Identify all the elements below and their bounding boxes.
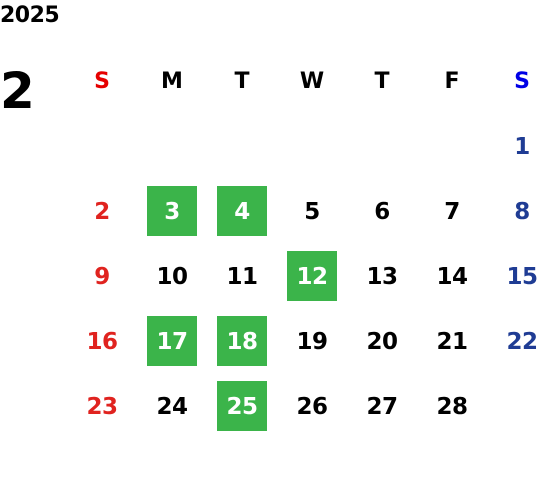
day-highlight [217,186,267,236]
calendar-day-19[interactable]: 19 [277,309,347,374]
day-number: 14 [436,263,468,290]
day-number: 21 [436,328,468,355]
calendar-day-15[interactable]: 15 [487,244,548,309]
calendar-day-4[interactable]: 4 [207,179,277,244]
day-number: 27 [366,393,398,420]
calendar-day-12[interactable]: 12 [277,244,347,309]
calendar-day-18[interactable]: 18 [207,309,277,374]
day-number: 7 [444,198,460,225]
calendar-day-10[interactable]: 10 [137,244,207,309]
day-highlight [147,186,197,236]
day-highlight [287,251,337,301]
calendar-year: 2025 [0,3,60,28]
calendar-day-17[interactable]: 17 [137,309,207,374]
calendar-day-1[interactable]: 1 [487,114,548,179]
day-highlight [147,316,197,366]
calendar-day-28[interactable]: 28 [417,374,487,439]
day-number: 13 [366,263,398,290]
day-number: 6 [374,198,390,225]
day-number: 25 [226,393,258,420]
day-number: 2 [94,198,110,225]
calendar-day-21[interactable]: 21 [417,309,487,374]
weekday-header-saturday: S [514,69,530,94]
day-number: 18 [226,328,258,355]
day-number: 8 [514,198,530,225]
calendar-day-9[interactable]: 9 [67,244,137,309]
weekday-header-sunday: S [94,69,110,94]
calendar-day-11[interactable]: 11 [207,244,277,309]
day-number: 22 [506,328,538,355]
calendar-day-14[interactable]: 14 [417,244,487,309]
calendar-day-8[interactable]: 8 [487,179,548,244]
weekday-header-tuesday: T [234,69,250,94]
day-number: 16 [86,328,118,355]
weekday-header-thursday: T [374,69,390,94]
calendar-day-22[interactable]: 22 [487,309,548,374]
day-number: 9 [94,263,110,290]
calendar-day-27[interactable]: 27 [347,374,417,439]
calendar-day-23[interactable]: 23 [67,374,137,439]
day-number: 5 [304,198,320,225]
day-number: 20 [366,328,398,355]
calendar-day-3[interactable]: 3 [137,179,207,244]
day-number: 26 [296,393,328,420]
calendar-day-2[interactable]: 2 [67,179,137,244]
calendar-day-24[interactable]: 24 [137,374,207,439]
calendar-day-25[interactable]: 25 [207,374,277,439]
day-number: 28 [436,393,468,420]
calendar-day-7[interactable]: 7 [417,179,487,244]
weekday-header-friday: F [444,69,460,94]
day-number: 4 [234,198,250,225]
day-number: 19 [296,328,328,355]
day-number: 11 [226,263,258,290]
day-number: 12 [296,263,328,290]
day-number: 15 [506,263,538,290]
day-number: 1 [514,133,530,160]
calendar-day-26[interactable]: 26 [277,374,347,439]
calendar-month: 2 [0,62,35,120]
calendar-day-13[interactable]: 13 [347,244,417,309]
day-number: 10 [156,263,188,290]
weekday-header-wednesday: W [299,69,325,94]
day-number: 23 [86,393,118,420]
day-number: 3 [164,198,180,225]
day-number: 17 [156,328,188,355]
calendar-day-5[interactable]: 5 [277,179,347,244]
day-number: 24 [156,393,188,420]
weekday-header-monday: M [161,69,183,94]
calendar-day-16[interactable]: 16 [67,309,137,374]
calendar-day-6[interactable]: 6 [347,179,417,244]
calendar-day-20[interactable]: 20 [347,309,417,374]
day-highlight [217,316,267,366]
day-highlight [217,381,267,431]
